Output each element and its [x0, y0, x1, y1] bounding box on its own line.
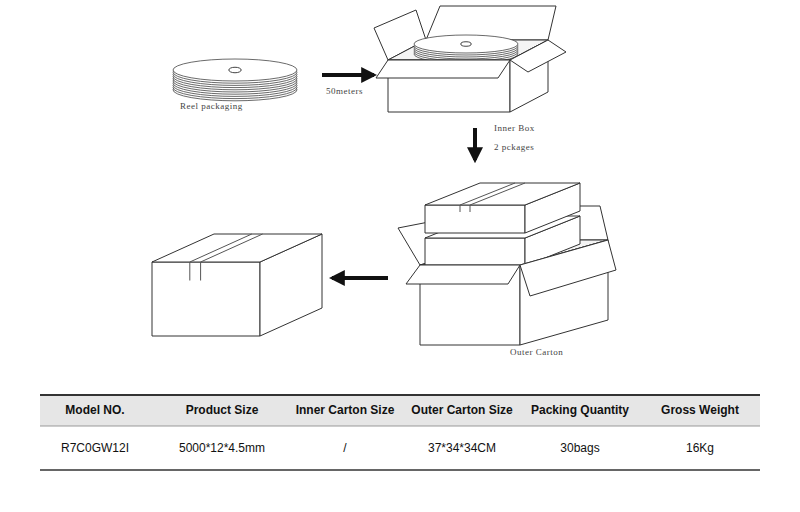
table-header-cell: Packing Quantity [531, 403, 629, 417]
table-header-cell: Gross Weight [661, 403, 739, 417]
tape-line [201, 234, 263, 262]
table-rule [40, 426, 760, 427]
line-drawing [152, 6, 616, 345]
box-caption: Inner Box [494, 123, 535, 133]
box-flap [520, 240, 616, 296]
tape-line [200, 262, 201, 281]
flow-arrow [332, 276, 388, 280]
table-header-cell: Model NO. [65, 403, 124, 417]
table-cell: 16Kg [686, 441, 714, 455]
tape-line [470, 205, 471, 212]
tape-line [470, 183, 525, 205]
reel-caption: Reel packaging [180, 101, 243, 111]
reel-layer [414, 35, 518, 53]
box-top [152, 234, 322, 262]
box-front [152, 262, 260, 336]
table-cell: 37*34*34CM [428, 441, 496, 455]
table-cell: R7C0GW12I [61, 441, 129, 455]
reel-hole [461, 42, 471, 47]
flow-arrow [473, 128, 477, 160]
table-header-band [40, 396, 760, 426]
box-flap [376, 60, 510, 78]
box-front [425, 238, 525, 266]
box-flap [406, 265, 520, 284]
tape-line [460, 183, 515, 205]
table-header-cell: Outer Carton Size [411, 403, 512, 417]
carton-caption: Outer Carton [510, 347, 563, 357]
box-front [425, 205, 525, 233]
tape-line [189, 262, 190, 281]
table-cell: / [343, 441, 346, 455]
tape-line [460, 205, 461, 212]
table-header-cell: Product Size [186, 403, 259, 417]
tape-line [190, 234, 252, 262]
box-flap [426, 6, 556, 40]
table-rule [40, 469, 760, 471]
flow-arrow [322, 73, 374, 77]
quantity-note: 2 pckages [494, 142, 534, 152]
box-top [425, 183, 580, 205]
reel-hole [229, 67, 241, 73]
length-note: 50meters [326, 86, 363, 96]
reel-layer [173, 59, 297, 81]
box-flap [510, 40, 566, 72]
table-header-cell: Inner Carton Size [296, 403, 395, 417]
table-cell: 5000*12*4.5mm [179, 441, 265, 455]
table-cell: 30bags [560, 441, 599, 455]
table-rule [40, 394, 760, 396]
